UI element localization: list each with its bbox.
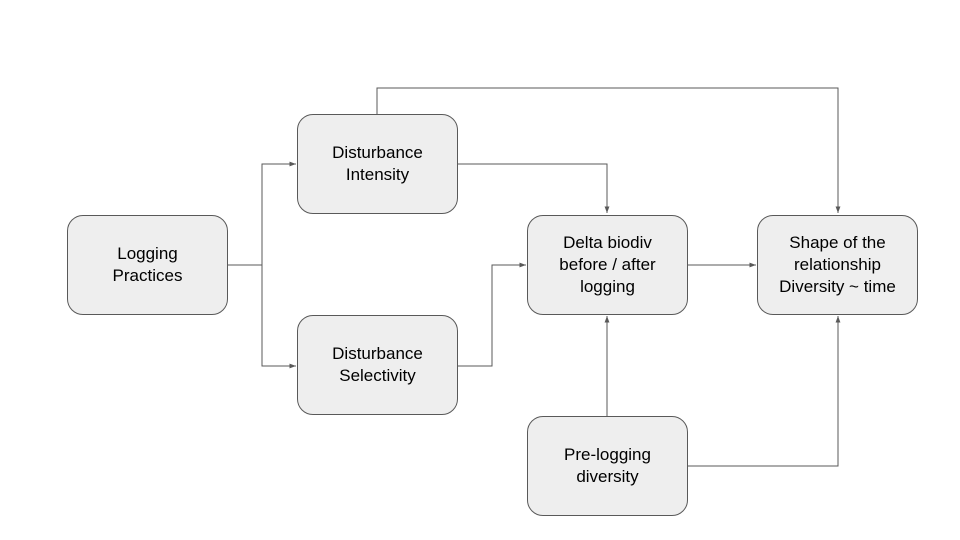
node-disturbance-selectivity[interactable]: Disturbance Selectivity [297, 315, 458, 415]
node-shape-relationship[interactable]: Shape of the relationship Diversity ~ ti… [757, 215, 918, 315]
node-logging-practices[interactable]: Logging Practices [67, 215, 228, 315]
node-pre-logging-diversity[interactable]: Pre-logging diversity [527, 416, 688, 516]
node-delta-biodiv-label: Delta biodiv before / after logging [559, 233, 656, 296]
node-logging-practices-label: Logging Practices [112, 244, 183, 285]
edge-selectivity-to-delta [458, 262, 526, 367]
node-shape-relationship-label: Shape of the relationship Diversity ~ ti… [779, 233, 896, 296]
edge-intensity-to-shape [376, 87, 841, 213]
edge-intensity-to-delta [458, 163, 610, 213]
node-disturbance-selectivity-label: Disturbance Selectivity [332, 344, 423, 385]
node-disturbance-intensity[interactable]: Disturbance Intensity [297, 114, 458, 214]
node-delta-biodiv[interactable]: Delta biodiv before / after logging [527, 215, 688, 315]
edge-logging-to-intensity [228, 161, 296, 266]
edge-prelog-to-shape [688, 316, 841, 467]
edge-logging-to-selectivity [261, 265, 296, 369]
node-pre-logging-diversity-label: Pre-logging diversity [564, 445, 651, 486]
node-disturbance-intensity-label: Disturbance Intensity [332, 143, 423, 184]
